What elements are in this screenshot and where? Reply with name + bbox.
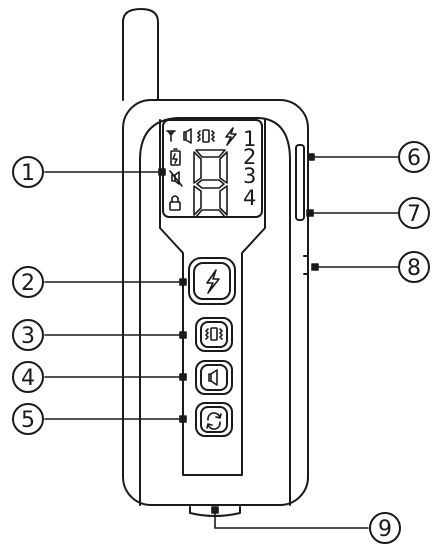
callout-2: 2 (12, 266, 44, 298)
channel-number-2: 2 (243, 145, 256, 169)
callout-8: 8 (398, 251, 430, 283)
speaker-icon (183, 128, 192, 144)
svg-text:6: 6 (407, 146, 421, 171)
channel-number-4: 4 (243, 186, 256, 210)
antenna-icon (166, 130, 176, 142)
control-panel (159, 119, 266, 476)
channel-number-3: 3 (243, 164, 256, 188)
lcd-screen: 1 2 3 4 (162, 119, 263, 218)
svg-text:2: 2 (21, 271, 35, 296)
svg-text:3: 3 (21, 324, 35, 349)
callout-1: 1 (12, 156, 44, 188)
speaker-icon (208, 369, 218, 386)
tone-button[interactable] (195, 360, 233, 395)
callout-7: 7 (398, 197, 430, 229)
antenna (122, 8, 159, 101)
svg-text:1: 1 (21, 161, 35, 186)
mode-button[interactable] (195, 402, 233, 437)
lightning-icon (206, 269, 220, 294)
battery-icon (170, 148, 181, 166)
callout-6: 6 (398, 141, 430, 173)
seven-segment-digit (193, 149, 228, 218)
mute-icon (169, 170, 183, 187)
callout-4: 4 (12, 361, 44, 393)
callout-leaders (44, 153, 399, 529)
remote-body (122, 99, 309, 517)
svg-text:8: 8 (407, 256, 421, 281)
shock-button[interactable] (188, 257, 236, 305)
svg-text:5: 5 (21, 408, 35, 433)
svg-text:9: 9 (378, 517, 392, 542)
vibration-button[interactable] (195, 317, 233, 352)
channel-number-1: 1 (243, 127, 256, 151)
vibration-icon (205, 327, 223, 341)
callout-3: 3 (12, 319, 44, 351)
lock-icon (169, 195, 181, 211)
callout-5: 5 (12, 403, 44, 435)
lightning-icon (225, 127, 237, 146)
callout-9: 9 (369, 512, 401, 544)
cycle-icon (206, 412, 222, 430)
svg-text:4: 4 (21, 366, 35, 391)
vibration-icon (197, 129, 215, 143)
svg-text:7: 7 (407, 202, 421, 227)
